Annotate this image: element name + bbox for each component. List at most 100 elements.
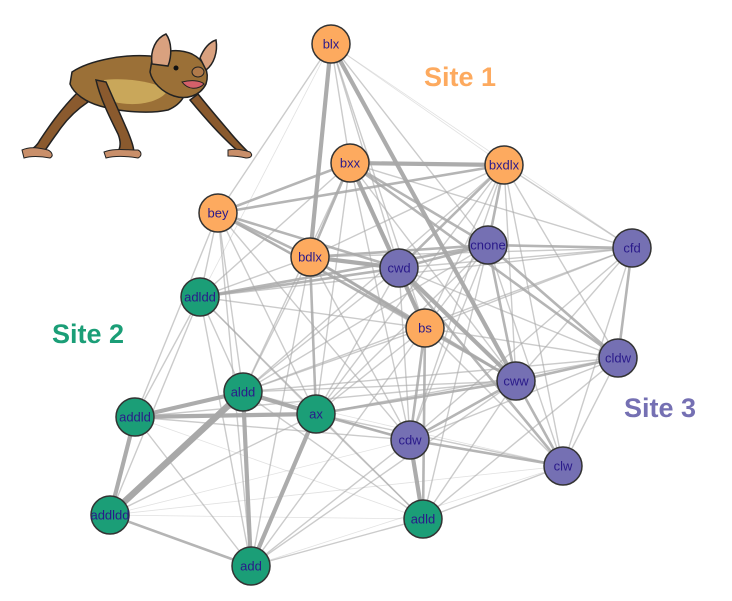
node-circle[interactable]: [379, 248, 419, 288]
node-bey[interactable]: bey: [198, 193, 238, 233]
edge-cwd-cfd: [398, 247, 633, 269]
node-bs[interactable]: bs: [405, 308, 445, 348]
bat-foot-right: [227, 148, 253, 159]
edge-clw-addldd: [109, 465, 564, 516]
node-bxdlx[interactable]: bxdlx: [484, 145, 524, 185]
node-circle[interactable]: [311, 24, 351, 64]
node-circle[interactable]: [330, 143, 370, 183]
edge-bxx-cnone: [349, 161, 489, 247]
node-label: cwd: [387, 261, 410, 276]
edge-clw-ax: [315, 413, 564, 467]
edge-bey-addld: [134, 212, 219, 418]
site-3-label: Site 3: [624, 393, 697, 423]
node-label: bxdlx: [489, 158, 520, 173]
node-circle[interactable]: [403, 499, 443, 539]
node-adld[interactable]: adld: [403, 499, 443, 539]
edge-bxx-ax: [315, 162, 351, 415]
edge-cnone-adld: [422, 244, 489, 520]
edge-cnone-clw: [487, 244, 564, 467]
bat-ear-left: [150, 33, 172, 67]
node-circle[interactable]: [115, 397, 155, 437]
node-label: add: [240, 559, 262, 574]
node-bxx[interactable]: bxx: [330, 143, 370, 183]
node-label: bxx: [340, 156, 361, 171]
node-circle[interactable]: [180, 277, 220, 317]
node-circle[interactable]: [198, 193, 238, 233]
node-cnone[interactable]: cnone: [468, 225, 508, 265]
node-cldw[interactable]: cldw: [598, 338, 638, 378]
node-label: cfd: [623, 241, 640, 256]
edge-cfd-cww: [515, 247, 633, 382]
node-circle[interactable]: [612, 228, 652, 268]
edge-aldd-addldd: [107, 389, 246, 518]
node-circle[interactable]: [484, 145, 524, 185]
node-label: adldd: [184, 290, 216, 305]
node-label: ax: [309, 407, 323, 422]
edge-bxdlx-bey: [217, 163, 505, 215]
node-circle[interactable]: [468, 225, 508, 265]
edge-addld-add: [134, 416, 252, 567]
edge-bey-aldd: [217, 212, 244, 393]
edge-cww-aldd: [242, 380, 517, 393]
edge-cfd-clw: [562, 247, 633, 467]
node-addldd[interactable]: addldd: [90, 495, 130, 535]
edge-cnone-cldw: [487, 244, 619, 359]
edge-cnone-cfd: [487, 243, 633, 250]
node-cww[interactable]: cww: [496, 361, 536, 401]
node-circle[interactable]: [296, 394, 336, 434]
node-circle[interactable]: [90, 495, 130, 535]
node-label: bs: [418, 321, 432, 336]
site-1-label: Site 1: [424, 62, 497, 92]
edge-adldd-addld: [134, 296, 201, 418]
node-circle[interactable]: [231, 546, 271, 586]
node-add[interactable]: add: [231, 546, 271, 586]
edge-bs-ax: [315, 327, 426, 415]
nodes-layer: blx bxx bxdlx bey bdlx bs adldd addld aldd ax addl…: [90, 24, 652, 586]
node-bdlx[interactable]: bdlx: [290, 237, 330, 277]
edge-cdw-addldd: [109, 439, 411, 516]
node-circle[interactable]: [290, 237, 330, 277]
node-aldd[interactable]: aldd: [223, 372, 263, 412]
node-label: cldw: [605, 351, 632, 366]
node-cdw[interactable]: cdw: [390, 420, 430, 460]
node-cwd[interactable]: cwd: [379, 248, 419, 288]
edge-blx-cfd: [330, 43, 633, 249]
node-cfd[interactable]: cfd: [612, 228, 652, 268]
edge-cnone-cww: [486, 244, 518, 382]
node-circle[interactable]: [405, 308, 445, 348]
edge-cldw-adld: [422, 357, 619, 520]
node-adldd[interactable]: adldd: [180, 277, 220, 317]
node-blx[interactable]: blx: [311, 24, 351, 64]
edge-blx-bxdlx: [330, 43, 505, 166]
node-circle[interactable]: [390, 420, 430, 460]
edge-cdw-addld: [134, 416, 411, 441]
edge-cdw-add: [250, 439, 411, 567]
edge-cldw-clw: [562, 357, 619, 467]
edge-bxdlx-ax: [315, 164, 505, 415]
edge-blx-cnone: [330, 43, 489, 246]
node-circle[interactable]: [598, 338, 638, 378]
edge-cwd-cldw: [398, 267, 619, 359]
edge-addld-adld: [134, 416, 424, 520]
edge-bxdlx-cfd: [503, 164, 633, 249]
edge-bxx-cfd: [349, 162, 633, 249]
edge-cfd-cdw: [409, 247, 633, 441]
node-clw[interactable]: clw: [543, 446, 583, 486]
node-label: cdw: [398, 433, 422, 448]
node-circle[interactable]: [223, 372, 263, 412]
bat-belly: [104, 79, 168, 105]
node-addld[interactable]: addld: [115, 397, 155, 437]
edge-bey-ax: [217, 212, 317, 415]
node-circle[interactable]: [496, 361, 536, 401]
edge-cfd-bs: [424, 247, 633, 329]
edge-bxdlx-bdlx: [309, 164, 505, 258]
node-circle[interactable]: [543, 446, 583, 486]
edge-bs-add: [250, 327, 426, 567]
edge-bs-adldd: [199, 296, 426, 329]
edge-bs-aldd: [242, 327, 426, 393]
bat-foot-left: [21, 147, 53, 159]
node-ax[interactable]: ax: [296, 394, 336, 434]
edge-cwd-clw: [397, 267, 565, 467]
edge-bs-adld: [421, 327, 427, 520]
